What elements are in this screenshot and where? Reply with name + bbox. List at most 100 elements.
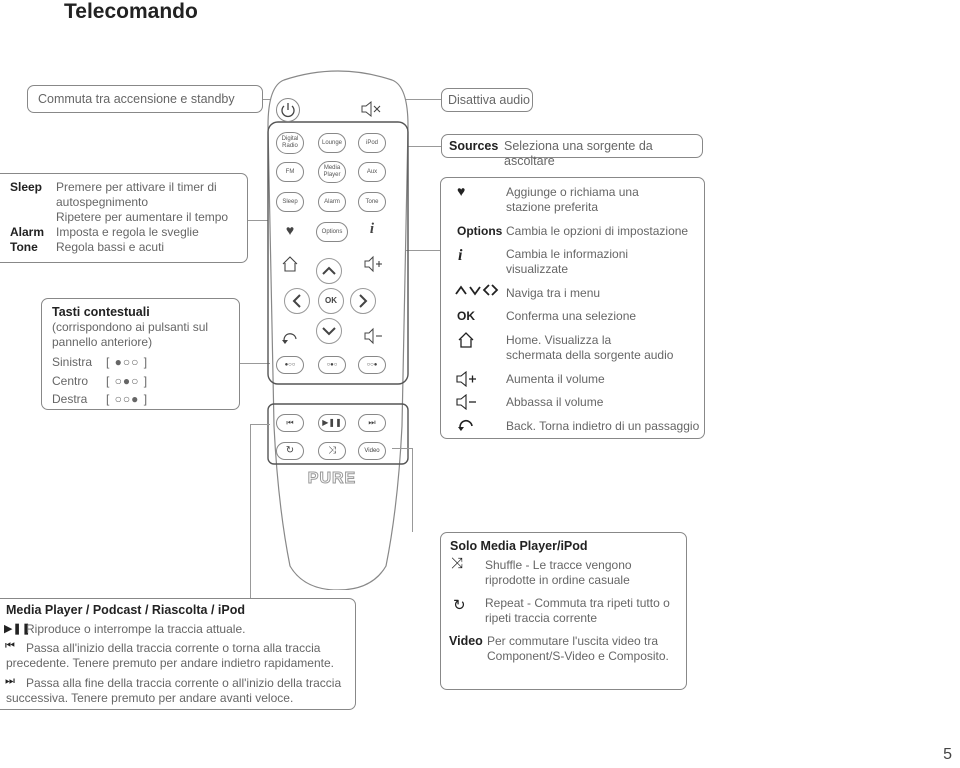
heart-icon: ♥ [285,222,295,238]
contextual-left-dots: [ ●○○ ] [106,355,149,369]
volume-up-button[interactable] [362,254,384,274]
heart-text-2: stazione preferita [506,200,599,214]
right-panel-leader [400,250,440,251]
page-title: Telecomando [64,0,198,23]
ok-key: OK [457,309,475,323]
contextual-center-dots: [ ○●○ ] [106,374,149,388]
next-track-icon: ⏭ [368,418,376,427]
context-right-button[interactable]: ○○● [358,356,386,374]
video-text-2: Component/S-Video e Composito. [487,649,669,663]
home-button[interactable] [280,254,300,274]
digital-radio-button[interactable]: Digital Radio [276,132,304,154]
video-text-1: Per commutare l'uscita video tra [487,634,659,648]
next-button[interactable]: ⏭ [358,414,386,432]
sources-callout: Sources Seleziona una sorgente da ascolt… [441,134,703,168]
chevron-left-icon [292,294,301,308]
next-track-icon: ⏭ [5,675,15,687]
shuffle-button[interactable]: ⤨ [318,442,346,460]
options-label: Options [321,229,343,235]
ok-button[interactable]: OK [318,288,344,314]
sleep-text: Premere per attivare il timer di autospe… [56,180,217,209]
sleep-repeat-text: Ripetere per aumentare il tempo [56,210,229,224]
home-icon [282,256,298,272]
volume-down-button[interactable] [362,326,384,346]
up-button[interactable] [316,258,342,284]
left-panel-leader [248,220,268,221]
context-left-button[interactable]: ●○○ [276,356,304,374]
options-button[interactable]: Options [316,222,348,242]
left-button[interactable] [284,288,310,314]
contextual-left-label: Sinistra [52,355,93,369]
shuffle-icon: ⤨ [328,445,336,456]
contextual-subtitle-2: pannello anteriore) [52,335,153,349]
mute-icon [361,100,381,118]
solo-panel-leader-v [412,448,413,532]
sleep-label: Sleep [282,199,298,205]
media-player-label: Media Player [323,165,341,178]
previous-track-icon: ⏮ [5,640,15,652]
contextual-right-label: Destra [52,392,88,406]
power-button[interactable] [276,98,300,122]
context-center-button[interactable]: ○●○ [318,356,346,374]
chevron-up-icon [322,266,336,275]
back-text: Back. Torna indietro di un passaggio [506,419,700,433]
contextual-leader [240,363,270,364]
volume-up-icon [455,370,477,390]
volume-down-icon [364,327,382,345]
media-panel-title: Media Player / Podcast / Riascolta / iPo… [6,603,245,617]
ipod-label: iPod [365,140,378,146]
previous-button[interactable]: ⏮ [276,414,304,432]
mute-callout-text: Disattiva audio [448,93,530,107]
favourite-button[interactable]: ♥ [280,222,300,242]
repeat-text-1: Repeat - Commuta tra ripeti tutto o [485,596,670,610]
heart-icon: ♥ [457,183,466,199]
video-button[interactable]: Video [358,442,386,460]
sleep-key: Sleep [10,180,43,194]
alarm-key: Alarm [10,225,45,239]
standby-callout: Commuta tra accensione e standby [27,85,263,113]
navigate-text: Naviga tra i menu [506,286,601,300]
options-text: Cambia le opzioni di impostazione [506,224,689,238]
volume-up-text: Aumenta il volume [506,372,605,386]
right-button[interactable] [350,288,376,314]
play-pause-icon: ▶❚❚ [4,623,31,635]
chevron-right-icon [359,294,368,308]
remote-control: Digital Radio Lounge iPod FM Media Playe… [262,66,414,591]
options-key: Options [457,224,503,238]
tone-button[interactable]: Tone [358,192,386,212]
home-text-1: Home. Visualizza la [506,333,612,347]
sources-text: Seleziona una sorgente da ascoltare [504,139,653,168]
solo-media-panel: Solo Media Player/iPod ⤨ Shuffle - Le tr… [440,532,687,690]
play-pause-button[interactable]: ▶❚❚ [318,414,346,432]
aux-button[interactable]: Aux [358,162,386,182]
media-panel-leader-h [250,424,270,425]
mute-leader [386,99,441,100]
repeat-button[interactable]: ↻ [276,442,304,460]
info-button[interactable]: i [362,221,382,241]
ipod-button[interactable]: iPod [358,133,386,153]
contextual-center-label: Centro [52,374,89,388]
sleep-alarm-tone-panel: Sleep Premere per attivare il timer di a… [0,173,248,263]
back-button[interactable] [280,328,300,348]
page-number: 5 [943,746,952,763]
contextual-title: Tasti contestuali [52,305,150,319]
digital-radio-label: Digital Radio [281,136,299,149]
power-icon [281,103,295,118]
contextual-keys-panel: Tasti contestuali (corrispondono ai puls… [41,298,240,410]
mute-button[interactable] [358,98,384,122]
lounge-button[interactable]: Lounge [318,133,346,153]
previous-text-1: Passa all'inizio della traccia corrente … [26,641,321,655]
tone-label: Tone [365,199,379,205]
alarm-button[interactable]: Alarm [318,192,346,212]
media-player-button[interactable]: Media Player [318,161,346,183]
sleep-button[interactable]: Sleep [276,192,304,212]
home-icon [457,331,475,352]
mute-callout: Disattiva audio [441,88,533,112]
down-button[interactable] [316,318,342,344]
volume-up-icon [364,255,382,273]
fm-button[interactable]: FM [276,162,304,182]
next-text-1: Passa alla fine della traccia corrente o… [26,676,342,690]
tone-text: Regola bassi e acuti [56,240,165,254]
lounge-label: Lounge [321,140,343,146]
solo-panel-leader-h [392,448,412,449]
